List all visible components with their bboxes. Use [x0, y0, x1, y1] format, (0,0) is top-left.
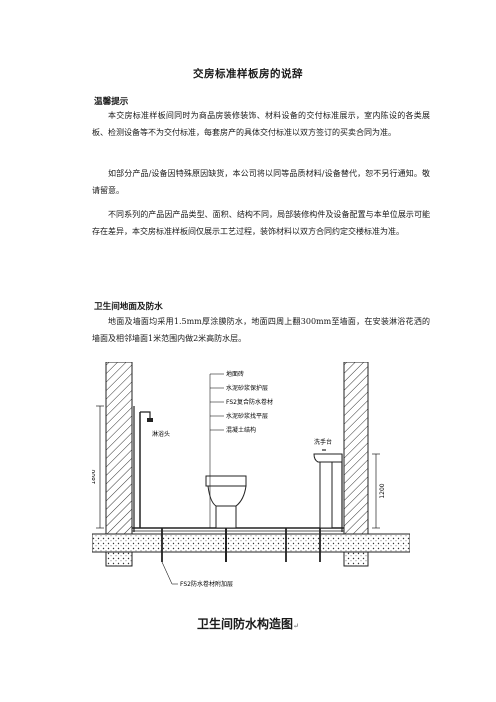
- label-floor-tile: 地面砖: [226, 370, 244, 378]
- left-wall: [105, 362, 133, 535]
- paragraph-mark: ↵: [293, 622, 299, 630]
- wash-basin-icon: [313, 449, 343, 529]
- shower-head-icon: [147, 418, 153, 422]
- paragraph-notice-3: 不同系列的产品因产品类型、面积、结构不同，局部装修构件及设备配置与本单位展示可能…: [92, 210, 430, 236]
- bathroom-waterproof-diagram: 1800 1200 地面砖 水泥砂浆保护层 FS2复合防水卷材 水泥砂浆找平层 …: [92, 362, 410, 588]
- paragraph-notice-1: 本交房标准样板间同时为商品房装修装饰、材料设备的交付标准展示，室内陈设的各类展板…: [92, 111, 430, 137]
- label-extra-layer: FS2防水卷材附加层: [180, 580, 233, 588]
- floor-slab: [92, 533, 410, 553]
- label-protect-layer: 水泥砂浆保护层: [226, 384, 268, 392]
- label-basin: 洗手台: [314, 438, 332, 446]
- toilet-icon: [205, 475, 247, 562]
- label-membrane: FS2复合防水卷材: [226, 398, 273, 406]
- diagram-caption-text: 卫生间防水构造图: [197, 617, 294, 631]
- section-heading-bathroom: 卫生间地面及防水: [94, 302, 163, 312]
- section-heading-notice: 温馨提示: [94, 97, 129, 107]
- paragraph-bathroom-1: 地面及墙面均采用1.5mm厚涂膜防水，地面四周上翻300mm至墙面，在安装淋浴花…: [92, 317, 430, 343]
- page-title: 交房标准样板房的说辞: [193, 68, 303, 80]
- label-leveling: 水泥砂浆找平层: [226, 412, 268, 420]
- right-wall: [343, 362, 369, 535]
- label-concrete: 混凝土结构: [226, 426, 256, 434]
- paragraph-notice-2: 如部分产品/设备因特殊原因缺货，本公司将以同等品质材料/设备替代，恕不另行通知。…: [92, 169, 430, 195]
- label-shower: 淋浴头: [152, 430, 170, 438]
- diagram-caption: 卫生间防水构造图↵: [0, 615, 496, 632]
- dimension-right-label: 1200: [379, 483, 386, 498]
- dimension-left-label: 1800: [92, 469, 97, 484]
